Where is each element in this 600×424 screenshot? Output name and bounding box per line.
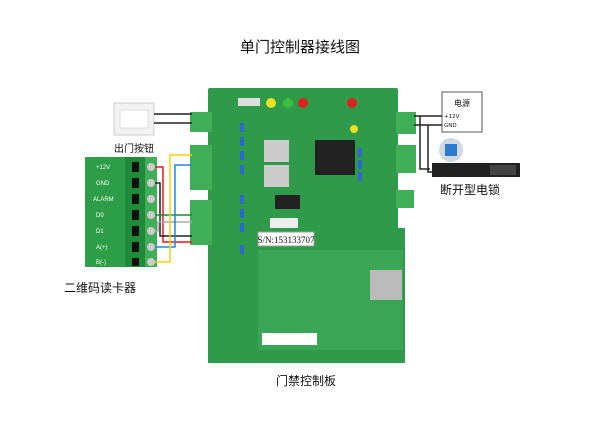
exit-button-device [113, 102, 192, 136]
led-green [283, 98, 293, 108]
led-yellow [266, 98, 276, 108]
reader-terminal: +12V GND ALARM D0 D1 A(+) B(-) [85, 157, 157, 267]
reader-pin: +12V [96, 165, 110, 171]
controller-board: S/N:153133707 [190, 88, 416, 363]
reader-pin: ALARM [93, 197, 114, 203]
reader-label: 二维码读卡器 [64, 281, 136, 295]
barcode-sticker [262, 333, 317, 345]
ethernet-port [370, 270, 402, 300]
power-supply: 电源 +12V GND [441, 91, 483, 133]
wire-yellow [155, 154, 192, 263]
lock-label: 断开型电锁 [440, 182, 500, 197]
serial-label [257, 231, 315, 247]
serial-number: S/N:153133707 [257, 235, 315, 245]
reader-wires [155, 154, 192, 263]
board-label: 门禁控制板 [276, 373, 336, 388]
relay [315, 140, 355, 175]
exit-button-label: 出门按钮 [114, 142, 154, 155]
diagram-title: 单门控制器接线图 [240, 38, 360, 56]
power-label: 电源 [454, 98, 470, 108]
wire-blue [155, 164, 192, 248]
reader-pin: B(-) [96, 260, 106, 266]
reader-pin: D0 [96, 213, 104, 219]
reader-pin: GND [96, 181, 110, 187]
power-pin-gnd: GND [444, 123, 457, 129]
wire-red [155, 166, 192, 243]
electric-lock [432, 138, 520, 177]
wire-black [155, 182, 192, 237]
reader-pin: A(+) [96, 245, 108, 251]
led-power [347, 98, 357, 108]
reader-pin: D1 [96, 229, 104, 235]
power-pin-12v: +12V [444, 114, 460, 120]
led-red [298, 98, 308, 108]
